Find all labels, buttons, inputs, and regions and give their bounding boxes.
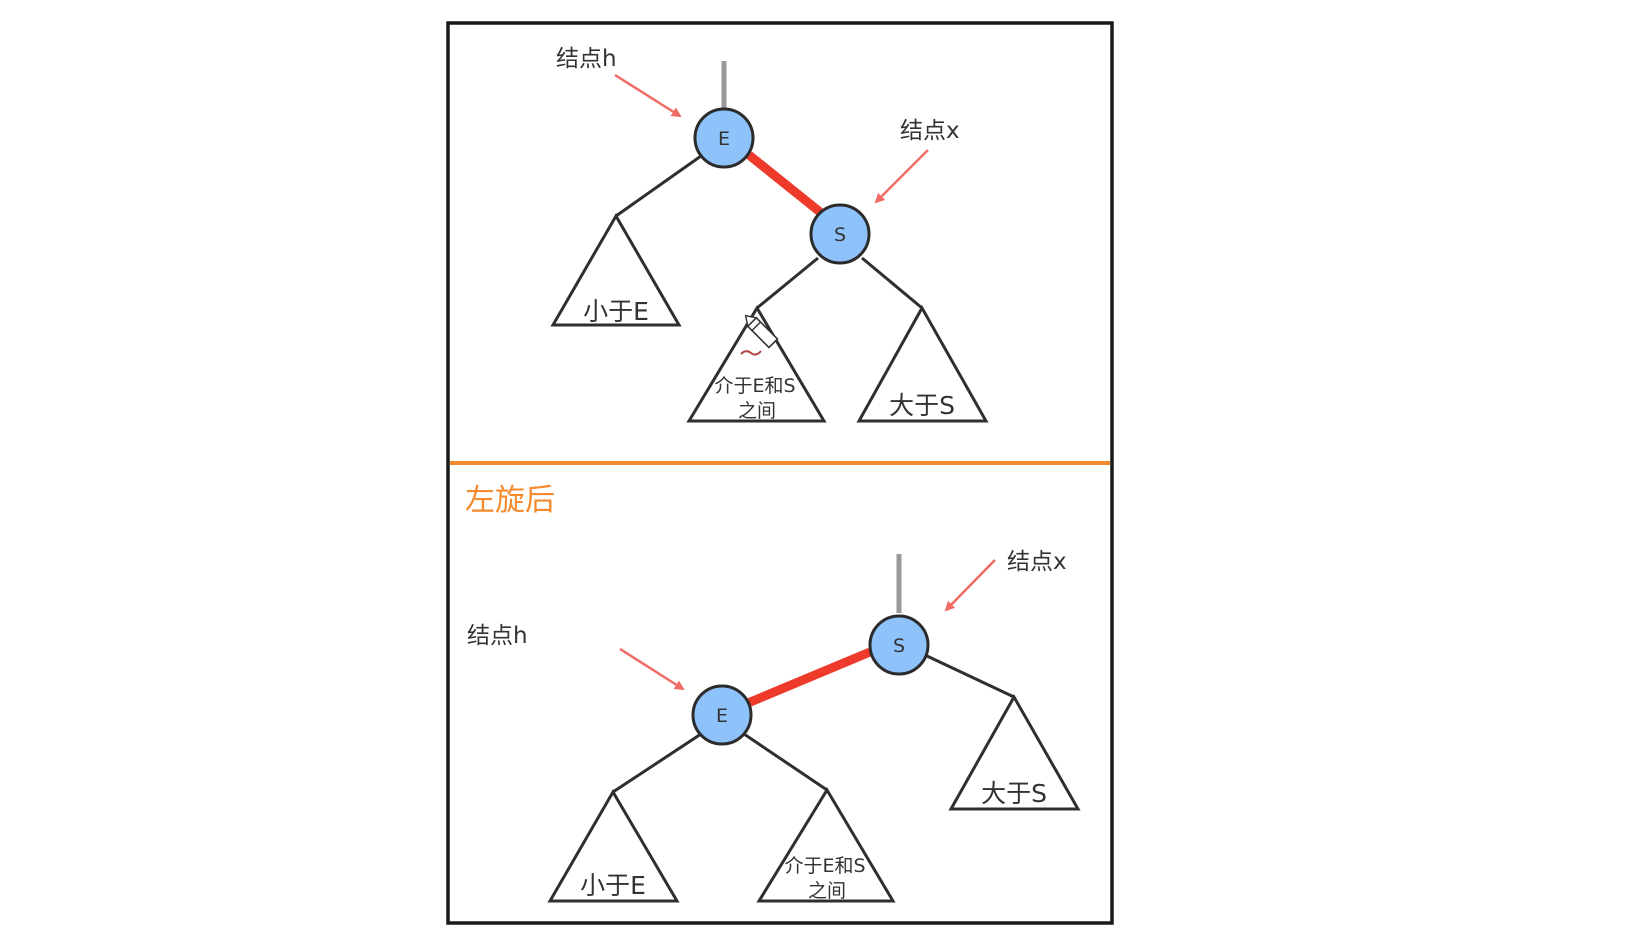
subtree-triangle-greater-than-s (856, 304, 989, 423)
node-e (691, 684, 753, 746)
subtree-label-between-line2: 之间 (738, 400, 776, 422)
label-node-x: 结点x (1007, 549, 1067, 575)
before-rotation-panel: 小于E 介于E和S 之间 大于S E S 结点h 结点x (550, 46, 989, 423)
label-node-h: 结点h (556, 46, 617, 72)
subtree-triangle-greater-than-s (948, 693, 1081, 811)
red-link-s-e (746, 647, 872, 708)
node-s (809, 203, 871, 265)
red-link-e-s (746, 151, 823, 216)
subtree-label-less-than-e: 小于E (580, 871, 646, 900)
subtree-triangle-between (756, 787, 896, 903)
label-node-h: 结点h (467, 623, 528, 649)
subtree-triangle-between (686, 305, 827, 423)
pencil-cursor-icon (744, 314, 779, 349)
caption-after-left-rotation: 左旋后 (465, 483, 555, 518)
arrow-to-node-h (619, 647, 685, 691)
node-s-label: S (834, 224, 846, 246)
edge-s-left (756, 256, 819, 310)
subtree-label-greater-than-s: 大于S (889, 391, 955, 420)
node-s-label: S (893, 635, 905, 657)
subtree-triangle-less-than-e (547, 789, 680, 903)
subtree-label-between-line2: 之间 (808, 880, 846, 902)
after-rotation-panel: 左旋后 大于S 小于E 介于E和S 之间 S E 结点x 结点h (465, 483, 1081, 903)
subtree-triangle-less-than-e (550, 213, 682, 327)
edge-e-left (612, 732, 702, 794)
pencil-scribble (740, 350, 762, 356)
node-e (693, 107, 755, 169)
subtree-label-less-than-e: 小于E (583, 297, 649, 326)
edge-s-right (926, 654, 1015, 699)
subtree-label-greater-than-s: 大于S (981, 779, 1047, 808)
subtree-label-between-line1: 介于E和S (784, 855, 865, 877)
edge-s-right (861, 256, 923, 310)
node-e-label: E (716, 705, 728, 727)
label-node-x: 结点x (900, 118, 960, 144)
node-e-label: E (718, 128, 730, 150)
subtree-label-between-line1: 介于E和S (714, 375, 795, 397)
arrow-to-node-x (874, 149, 929, 204)
arrow-to-node-h (614, 73, 682, 118)
node-s (868, 614, 930, 676)
edge-e-right (743, 732, 828, 792)
arrow-to-node-x (944, 559, 996, 612)
edge-e-left (615, 154, 702, 218)
